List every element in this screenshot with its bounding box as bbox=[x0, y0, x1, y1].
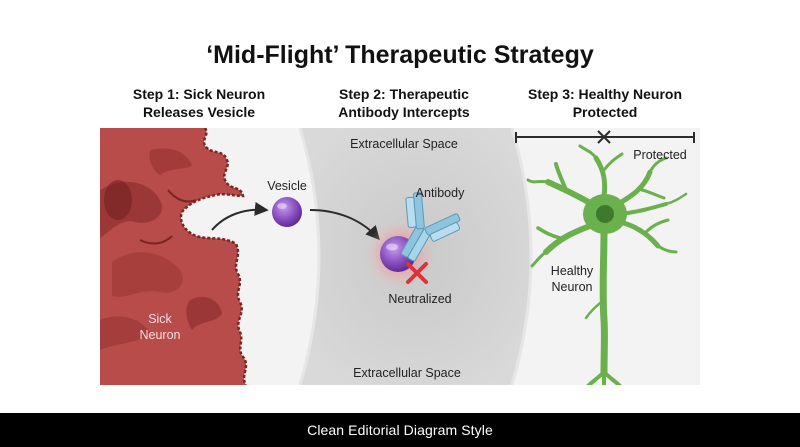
extracellular-space-top-label: Extracellular Space bbox=[350, 137, 458, 151]
step-2-heading-line2: Antibody Intercepts bbox=[338, 104, 470, 120]
sick-neuron-label-line2: Neuron bbox=[140, 328, 181, 342]
healthy-neuron-label-line2: Neuron bbox=[552, 280, 593, 294]
antibody bbox=[400, 192, 461, 262]
sick-neuron bbox=[100, 128, 248, 385]
blocked-x-icon bbox=[597, 130, 611, 144]
healthy-neuron-label-line1: Healthy bbox=[551, 264, 594, 278]
sick-neuron-label-line1: Sick bbox=[148, 312, 172, 326]
protected-label: Protected bbox=[633, 148, 687, 162]
healthy-neuron-nucleus bbox=[596, 205, 614, 223]
antibody-label: Antibody bbox=[416, 186, 465, 200]
illustration-panel bbox=[100, 128, 700, 385]
vesicle-label: Vesicle bbox=[267, 179, 307, 193]
step-3-heading-line1: Step 3: Healthy Neuron bbox=[528, 86, 682, 102]
travel-arrow bbox=[309, 209, 380, 241]
step-1-heading-line1: Step 1: Sick Neuron bbox=[133, 86, 265, 102]
extracellular-space-bottom-label: Extracellular Space bbox=[353, 366, 461, 380]
neutralize-cross-icon bbox=[406, 262, 428, 284]
vesicle bbox=[272, 197, 302, 227]
release-arrow bbox=[211, 201, 269, 231]
step-1-heading-line2: Releases Vesicle bbox=[143, 104, 255, 120]
caption-text: Clean Editorial Diagram Style bbox=[307, 422, 493, 438]
step-3-heading-line2: Protected bbox=[573, 104, 638, 120]
neutralized-label: Neutralized bbox=[388, 292, 451, 306]
step-2-heading-line1: Step 2: Therapeutic bbox=[339, 86, 469, 102]
caption-bar: Clean Editorial Diagram Style bbox=[0, 413, 800, 447]
diagram-title: ‘Mid-Flight’ Therapeutic Strategy bbox=[206, 41, 594, 69]
